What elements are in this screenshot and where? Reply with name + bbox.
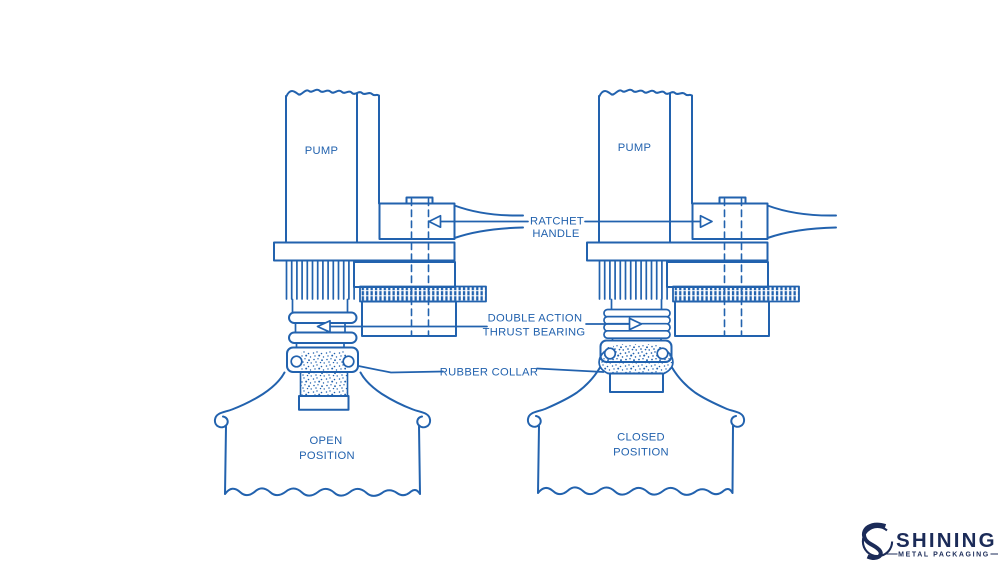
collar-plug [298, 395, 350, 411]
logo-tagline-text: METAL PACKAGING [898, 552, 990, 559]
thrust-ring [288, 331, 358, 344]
pump-assembly-open [273, 88, 524, 337]
thrust-bearing-closed [603, 298, 671, 342]
arrow-left-icon [316, 319, 331, 334]
closed-position-label-line2: POSITION [613, 447, 669, 459]
open-position-label-line1: OPEN [310, 435, 343, 447]
collar-roller [290, 355, 303, 368]
collar-plug [609, 372, 664, 393]
logo-swirl-icon [861, 522, 887, 560]
ratchet-handle-label-line2: HANDLE [532, 228, 579, 240]
open-position-label-line2: POSITION [299, 450, 355, 462]
closed-position-label-line1: CLOSED [617, 432, 665, 444]
collar-roller [342, 355, 355, 368]
collar-leader-right [536, 367, 605, 373]
collar-roller [656, 347, 669, 360]
thrust-bearing-label-line2: THRUST BEARING [483, 327, 586, 339]
assembly-closed [526, 88, 837, 496]
rubber-collar-fill [301, 351, 346, 372]
rubber-collar-closed [598, 339, 674, 393]
collar-roller [603, 347, 617, 360]
arrow-left-icon [428, 214, 442, 229]
rubber-collar-fill-lower [300, 372, 348, 396]
pail-closed-outline [526, 366, 746, 496]
bearing-tube [610, 298, 663, 342]
pump-label-open: PUMP [305, 145, 339, 157]
rubber-collar-label: RUBBER COLLAR [440, 367, 538, 379]
assembly-open [213, 88, 524, 497]
pump-label-closed: PUMP [618, 142, 652, 154]
brand-logo: SHINING METAL PACKAGING [861, 522, 998, 560]
pail-open-outline [213, 371, 432, 497]
logo-brand-text: SHINING [896, 529, 997, 552]
callouts [316, 214, 713, 374]
bearing-tube [291, 298, 349, 350]
thrust-bearing-label-line1: DOUBLE ACTION [488, 313, 583, 325]
thrust-ring [288, 311, 358, 324]
arrow-right-icon [628, 317, 643, 331]
ratchet-handle-label-line1: RATCHET [530, 216, 584, 228]
collar-cup [599, 339, 673, 363]
rubber-collar-bulge-fill [598, 347, 674, 373]
diagram-labels: PUMP PUMP RATCHET HANDLE DOUBLE ACTION T… [299, 142, 669, 462]
rubber-collar-open [286, 346, 359, 411]
collar-leader-left [357, 365, 444, 374]
rubber-collar-sides [299, 371, 349, 397]
pump-assembly-closed [586, 88, 837, 337]
thrust-ring-compressed [603, 329, 671, 340]
thrust-bearing-open [288, 298, 358, 350]
collar-cup [286, 346, 359, 373]
arrow-right-icon [699, 214, 713, 229]
